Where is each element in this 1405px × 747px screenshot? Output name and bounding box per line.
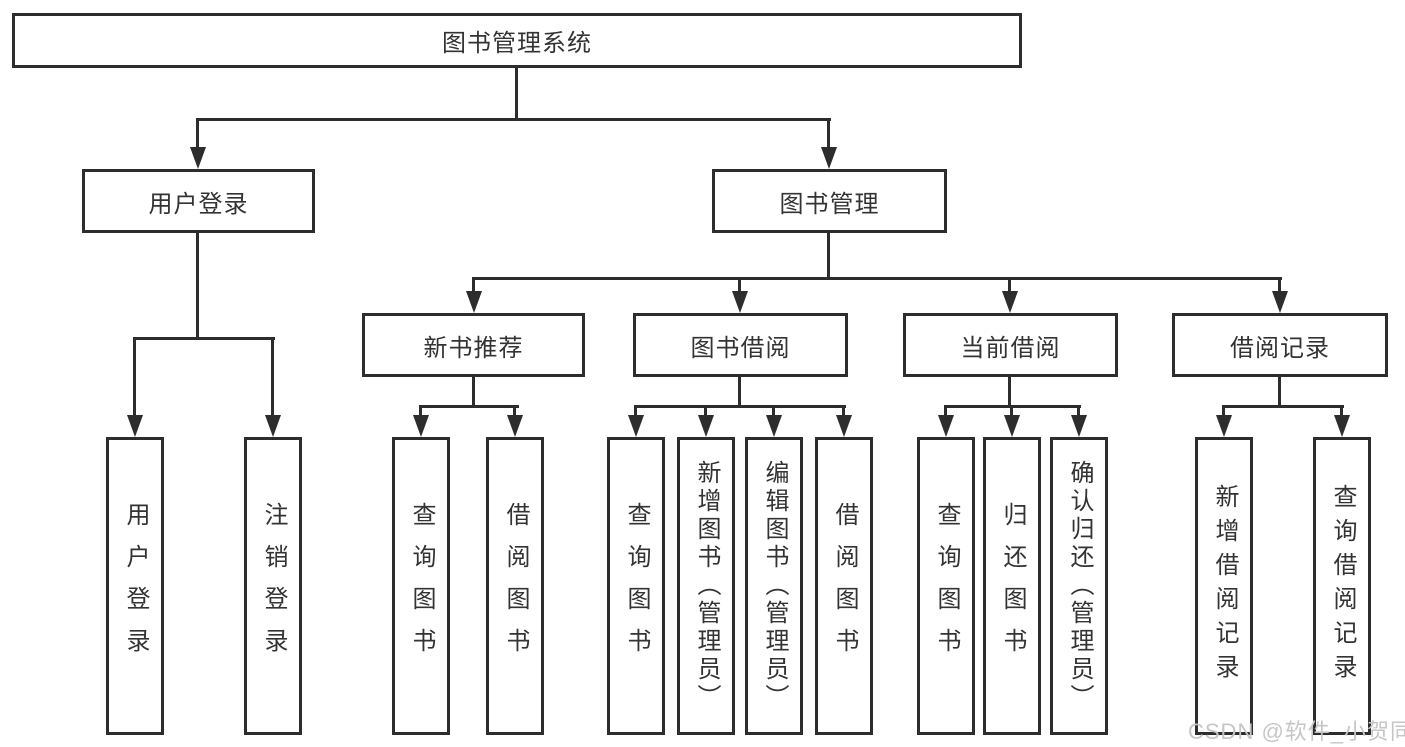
connector-line (419, 405, 519, 408)
node-label: 查询图书 (933, 502, 960, 670)
arrow-down-icon (1334, 415, 1350, 437)
leaf-edit-books-admin: 编辑图书（管理员） (745, 437, 803, 735)
arrow-down-icon (938, 415, 954, 437)
connector-line (196, 121, 199, 149)
arrow-down-icon (836, 415, 852, 437)
node-label: 当前借阅 (960, 334, 1061, 362)
arrow-down-icon (1004, 415, 1020, 437)
node-label: 新书推荐 (423, 334, 524, 362)
connector-line (634, 405, 846, 408)
node-label: 图书管理 (779, 190, 880, 218)
connector-line (738, 377, 741, 405)
connector-line (704, 408, 707, 416)
node-label: 新增借阅记录 (1211, 484, 1238, 688)
node-label: 用户登录 (148, 190, 249, 218)
connector-line (1278, 377, 1281, 405)
leaf-logout: 注销登录 (244, 437, 302, 735)
connector-line (1008, 280, 1011, 292)
arrow-down-icon (628, 415, 644, 437)
node-library-management-system: 图书管理系统 (12, 13, 1022, 68)
connector-line (513, 408, 516, 416)
node-label: 查询借阅记录 (1329, 484, 1356, 688)
node-label: 借阅图书 (502, 502, 529, 670)
connector-line (944, 408, 947, 416)
leaf-return-books: 归还图书 (983, 437, 1041, 735)
node-label: 确认归还（管理员） (1066, 460, 1093, 712)
connector-line (944, 405, 1081, 408)
leaf-confirm-return-admin: 确认归还（管理员） (1050, 437, 1108, 735)
connector-line (133, 337, 275, 340)
connector-line (634, 408, 637, 416)
arrow-down-icon (466, 291, 482, 313)
node-label: 借阅记录 (1230, 334, 1330, 362)
leaf-borrow-books-recommend: 借阅图书 (486, 437, 544, 735)
node-label: 注销登录 (260, 502, 287, 670)
csdn-watermark: CSDN @软件_小贺同学 (1188, 719, 1405, 744)
node-current-borrowing: 当前借阅 (903, 313, 1118, 377)
arrow-down-icon (821, 147, 837, 169)
arrow-down-icon (1216, 415, 1232, 437)
node-label: 查询图书 (408, 502, 435, 670)
arrow-down-icon (1002, 291, 1018, 313)
connector-line (1222, 408, 1225, 416)
connector-line (133, 340, 136, 416)
arrow-down-icon (1071, 415, 1087, 437)
node-book-borrowing: 图书借阅 (633, 313, 848, 377)
arrow-down-icon (190, 147, 206, 169)
leaf-add-books-admin: 新增图书（管理员） (677, 437, 735, 735)
arrow-down-icon (1272, 291, 1288, 313)
node-label: 归还图书 (999, 502, 1026, 670)
leaf-query-books-recommend: 查询图书 (392, 437, 450, 735)
connector-line (842, 408, 845, 416)
node-book-management-group: 图书管理 (712, 169, 947, 233)
connector-line (472, 280, 475, 292)
connector-line (738, 280, 741, 292)
leaf-query-borrow-record: 查询借阅记录 (1313, 437, 1371, 735)
connector-line (271, 340, 274, 416)
arrow-down-icon (698, 415, 714, 437)
connector-line (419, 408, 422, 416)
connector-line (1222, 405, 1344, 408)
connector-line (772, 408, 775, 416)
arrow-down-icon (507, 415, 523, 437)
arrow-down-icon (766, 415, 782, 437)
arrow-down-icon (413, 415, 429, 437)
node-label: 查询图书 (623, 502, 650, 670)
leaf-borrow-books: 借阅图书 (815, 437, 873, 735)
arrow-down-icon (732, 291, 748, 313)
node-label: 用户登录 (122, 502, 149, 670)
connector-line (827, 121, 830, 149)
connector-line (472, 377, 475, 405)
leaf-query-books-borrowing: 查询图书 (607, 437, 665, 735)
connector-line (1010, 408, 1013, 416)
connector-line (196, 118, 831, 121)
node-new-book-recommendation: 新书推荐 (362, 313, 585, 377)
connector-line (1278, 280, 1281, 292)
node-label: 借阅图书 (831, 502, 858, 670)
connector-line (1340, 408, 1343, 416)
leaf-user-login: 用户登录 (106, 437, 164, 735)
connector-line (196, 233, 199, 337)
node-user-login-group: 用户登录 (82, 169, 315, 233)
connector-line (827, 233, 830, 277)
node-label: 新增图书（管理员） (693, 460, 720, 712)
connector-line (472, 277, 1282, 280)
node-label: 编辑图书（管理员） (761, 460, 788, 712)
connector-line (515, 68, 518, 120)
connector-line (1008, 377, 1011, 405)
node-label: 图书管理系统 (442, 30, 592, 57)
arrow-down-icon (127, 415, 143, 437)
connector-line (1077, 408, 1080, 416)
arrow-down-icon (265, 415, 281, 437)
node-label: 图书借阅 (690, 334, 791, 362)
leaf-add-borrow-record: 新增借阅记录 (1195, 437, 1253, 735)
node-borrowing-records: 借阅记录 (1172, 313, 1388, 377)
leaf-query-books-current: 查询图书 (917, 437, 975, 735)
